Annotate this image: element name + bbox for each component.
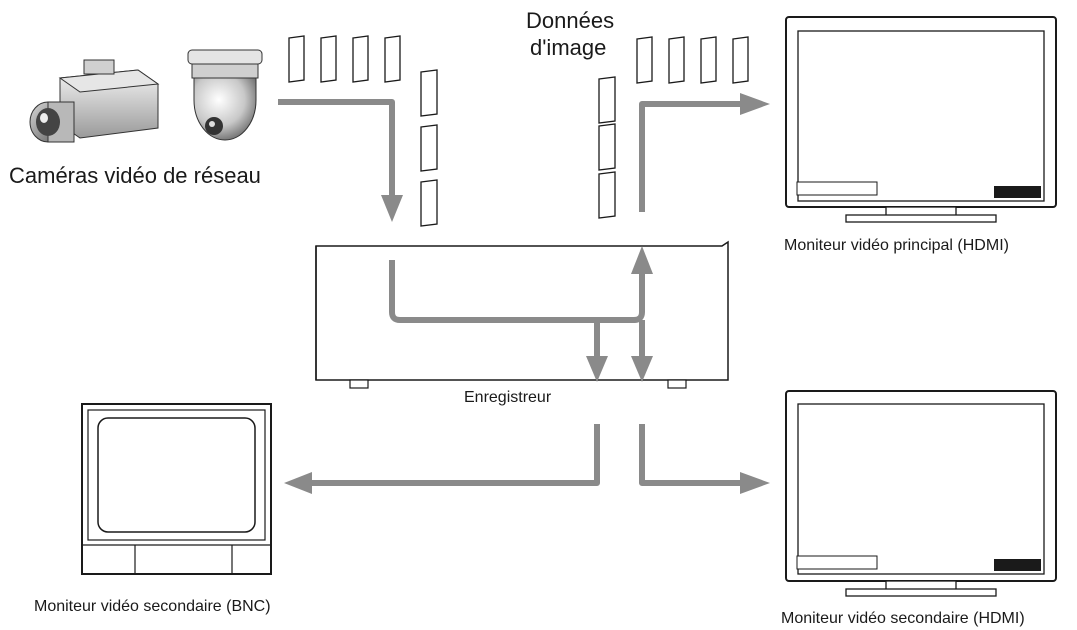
internal-down-left-head [586,356,608,382]
flow-arrows [278,93,770,494]
image-data-label-line2: d'image [530,35,606,60]
recorder-label: Enregistreur [464,389,552,406]
image-frame-icon [420,124,438,172]
image-frame-icon [668,36,685,84]
image-frame-icon [420,179,438,227]
image-frame-icon [352,35,369,83]
cameras-label: Caméras vidéo de réseau [9,163,261,188]
image-data-label-line1: Données [526,8,614,33]
hdmi-sub-output-arrow [639,424,740,486]
input-arrow-head [381,195,403,222]
image-frame-icon [384,35,401,83]
image-frames-input [288,35,438,227]
image-frame-icon [598,76,616,124]
image-frames-output [598,36,749,219]
hdmi-sub-output-arrow-head [740,472,770,494]
image-frame-icon [288,35,305,83]
main-output-arrow [639,101,740,212]
internal-loop-arrow [389,260,645,323]
crt-monitor-icon [81,403,272,575]
internal-down-right-head [631,356,653,382]
image-frame-icon [320,35,337,83]
image-frame-icon [732,36,749,84]
bnc-output-arrow [312,424,600,486]
internal-up-arrow-head [631,246,653,274]
image-frame-icon [598,171,616,219]
main-output-arrow-head [740,93,770,115]
sub-monitor-hdmi-label: Moniteur vidéo secondaire (HDMI) [781,610,1025,627]
sub-monitor-hdmi-icon [785,390,1057,597]
main-monitor-icon [785,16,1057,223]
image-frame-icon [420,69,438,117]
image-frame-icon [598,123,616,171]
sub-monitor-bnc-label: Moniteur vidéo secondaire (BNC) [34,598,271,615]
bnc-output-arrow-head [284,472,312,494]
dome-camera-icon [187,49,263,141]
image-frame-icon [700,36,717,84]
image-frame-icon [636,36,653,84]
box-camera-icon [29,59,160,143]
input-arrow [278,99,395,195]
recorder-icon [315,240,729,389]
main-monitor-label: Moniteur vidéo principal (HDMI) [784,237,1009,254]
